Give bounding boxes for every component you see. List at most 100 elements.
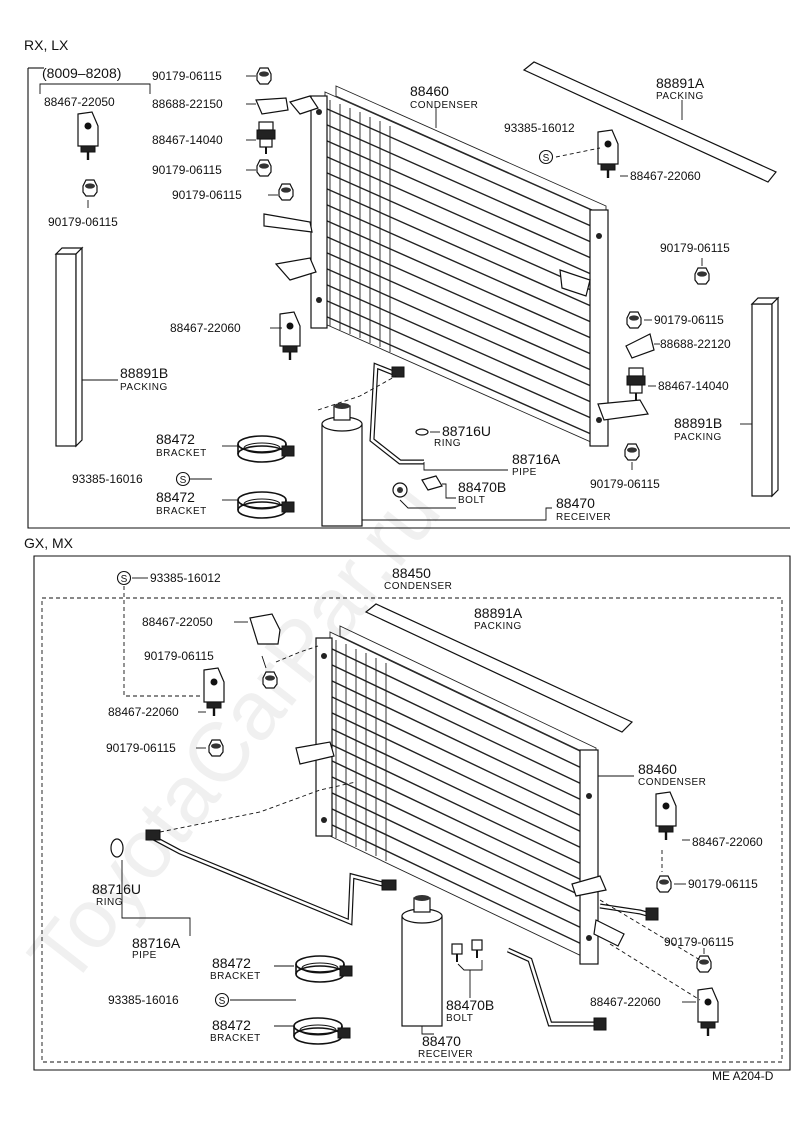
lbl-bot-bkt2-num: 88472: [212, 1017, 251, 1033]
bolts-88470b-bottom: [451, 939, 483, 962]
lbl-top-bkt2-num: 88472: [156, 489, 195, 505]
lbl-bot-screw2: 93385-16016: [108, 993, 179, 1007]
lbl-top-recv-name: RECEIVER: [556, 512, 611, 523]
lbl-top-recv-num: 88470: [556, 495, 595, 511]
packing-88891b-left: [54, 246, 84, 448]
lbl-top-tl-nut: 90179-06115: [48, 215, 118, 229]
lbl-bot-bkt1-num: 88472: [212, 955, 251, 971]
lbl-bot-bracket-r: 88467-22060: [692, 835, 763, 849]
lbl-top-cond-num: 88460: [410, 83, 449, 99]
cushion-88467-14040-r: [626, 367, 646, 401]
lbl-bot-bkt1-name: BRACKET: [210, 971, 261, 982]
lbl-bot-ring-name: RING: [96, 897, 123, 908]
lbl-bot-nut2: 90179-06115: [106, 741, 176, 755]
condenser-fins-bottom: [329, 640, 591, 949]
lbl-top-pipe-name: PIPE: [512, 467, 537, 478]
ring-88716u-top: [415, 428, 429, 436]
bracket-88467-22060-right-top: [596, 128, 620, 180]
bracket-88688-22150: [255, 97, 289, 115]
bracket-88467-22060-bottom-r2: [696, 986, 720, 1038]
bracket-88472-bottom-2: [293, 1017, 351, 1045]
bracket-88467-22050-top: [76, 110, 100, 162]
lbl-top-nut2: 90179-06115: [152, 163, 222, 177]
section-frame-top: [27, 68, 790, 529]
lbl-bot-cond2-num: 88460: [638, 761, 677, 777]
lbl-bot-bracket-b: 88467-22060: [108, 705, 179, 719]
lbl-bot-nut-r2: 90179-06115: [664, 935, 734, 949]
lbl-bot-packa-num: 88891A: [474, 605, 523, 621]
lbl-bot-pipe-num: 88716A: [132, 935, 181, 951]
lbl-top-packb-r-num: 88891B: [674, 415, 722, 431]
nut-90179-bottom-r2: [696, 955, 712, 973]
lbl-bot-cond-name: CONDENSER: [384, 581, 452, 592]
figure-code: ME A204-D: [712, 1069, 774, 1083]
lbl-top-bkt2-name: BRACKET: [156, 506, 207, 517]
screw-93385-16012-bottom: [116, 570, 132, 586]
bracket-88472-top-2: [237, 491, 295, 519]
packing-88891a-bottom: [364, 603, 634, 733]
watermark: ToyotaCarPar.ru: [10, 465, 458, 1001]
lbl-bot-nut-r1: 90179-06115: [688, 877, 758, 891]
bracket-88467-22050-bottom: [249, 613, 281, 645]
bracket-88467-22060-left-top: [278, 310, 302, 362]
lbl-top-nut-r2: 90179-06115: [654, 313, 724, 327]
lbl-top-tl-part: 88467-22050: [44, 95, 115, 109]
nut-90179-top-3: [278, 183, 294, 201]
nut-90179-top-1: [256, 67, 272, 85]
condenser-88450: [295, 625, 625, 965]
nut-90179-top-r3: [624, 443, 640, 461]
bracket-88472-top-1: [237, 435, 295, 463]
nut-90179-bottom-1: [262, 671, 278, 689]
section-title-rx-lx: RX, LX: [24, 37, 69, 53]
leader-lines-top: [82, 75, 752, 521]
lbl-bot-cond2-name: CONDENSER: [638, 777, 706, 788]
lbl-top-pipe-num: 88716A: [512, 451, 561, 467]
packing-88891a-top: [522, 61, 777, 183]
bolts-88470b-top: [392, 475, 443, 498]
lbl-top-cushion-a: 88467-14040: [152, 133, 223, 147]
cushion-88467-14040-top: [256, 121, 276, 155]
labels-top: 88467-22050 90179-06115 90179-06115 8868…: [44, 69, 731, 523]
lbl-top-screw: 93385-16012: [504, 121, 575, 135]
lbl-top-bracket-a: 88688-22150: [152, 97, 223, 111]
nut-90179-bottom-2: [208, 739, 224, 757]
lbl-bot-nut1: 90179-06115: [144, 649, 214, 663]
lbl-bot-recv-name: RECEIVER: [418, 1049, 473, 1060]
lbl-top-nut3: 90179-06115: [172, 188, 242, 202]
lbl-top-bkt1-num: 88472: [156, 431, 195, 447]
nut-90179-top-r2: [626, 311, 642, 329]
leader-lines-bottom: [121, 577, 705, 1035]
bracket-88467-22060-bottom-r: [654, 790, 678, 842]
lbl-bot-pipe-name: PIPE: [132, 950, 157, 961]
lbl-bot-bracket-a: 88467-22050: [142, 615, 213, 629]
lbl-bot-bkt2-name: BRACKET: [210, 1033, 261, 1044]
labels-bottom: 93385-16012 88450 CONDENSER 88891A PACKI…: [92, 565, 763, 1060]
ring-88716u-bottom: [110, 838, 124, 858]
lbl-top-nut-r1: 90179-06115: [660, 241, 730, 255]
nut-90179-top-2: [256, 159, 272, 177]
lbl-top-bracket-b: 88688-22120: [660, 337, 731, 351]
lbl-top-packa-name: PACKING: [656, 91, 704, 102]
lbl-top-nut1: 90179-06115: [152, 69, 222, 83]
lbl-top-packb-l-num: 88891B: [120, 365, 168, 381]
section-title-gx-mx: GX, MX: [24, 535, 74, 551]
nut-90179-bottom-r1: [656, 875, 672, 893]
section-rx-lx: RX, LX (8009–8208): [24, 37, 790, 529]
lbl-bot-bolt-name: BOLT: [446, 1013, 473, 1024]
lbl-top-cond-name: CONDENSER: [410, 100, 478, 111]
packing-88891b-right: [750, 296, 780, 498]
lbl-bot-bolt-num: 88470B: [446, 997, 494, 1013]
lbl-bot-ring-num: 88716U: [92, 881, 141, 897]
screw-93385-16012-top: [538, 149, 554, 165]
condenser-88460: [263, 85, 649, 447]
receiver-88470-bottom: [401, 895, 443, 1027]
lbl-top-packb-l-name: PACKING: [120, 382, 168, 393]
lbl-top-bolt-num: 88470B: [458, 479, 506, 495]
lbl-bot-screw: 93385-16012: [150, 571, 221, 585]
lbl-top-bolt-name: BOLT: [458, 495, 485, 506]
screw-93385-16016-top: [175, 471, 191, 487]
lbl-top-bracket-l: 88467-22060: [170, 321, 241, 335]
lbl-top-screw2: 93385-16016: [72, 472, 143, 486]
lbl-top-nut-r3: 90179-06115: [590, 477, 660, 491]
